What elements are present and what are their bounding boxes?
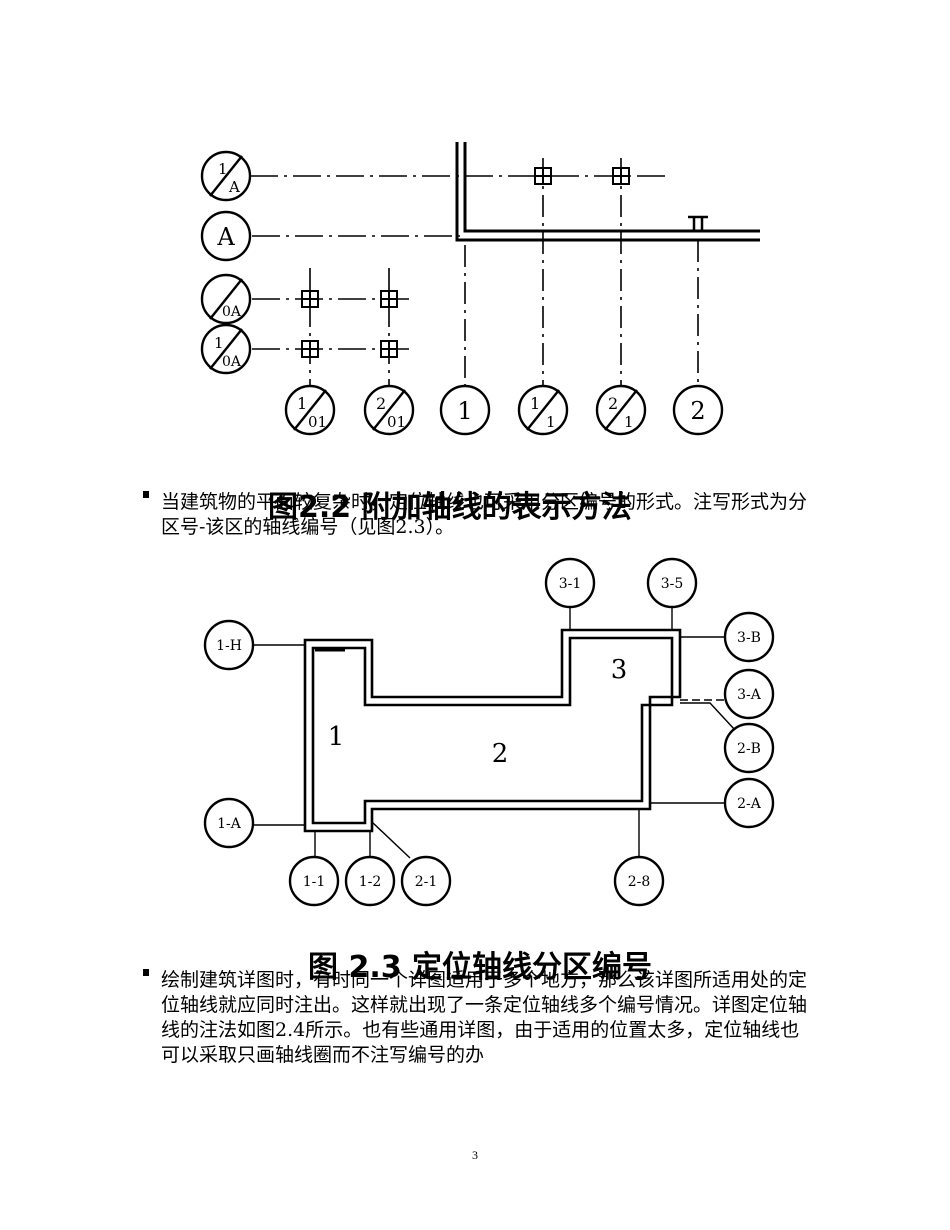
figure-2-2-drawing: 1 A A 0A 1 0A 1 01 2 01 1 1 1 2 1 2 xyxy=(200,142,760,436)
bubble-text: 1-2 xyxy=(359,874,382,890)
bubble-text: A xyxy=(228,178,240,196)
axis-bubble-1-A xyxy=(200,150,252,202)
bubble-text: 3-1 xyxy=(559,576,582,592)
zone-3-label: 3 xyxy=(611,655,628,685)
axis-bubble-2-01 xyxy=(363,384,415,436)
bubble-text: 3-A xyxy=(737,687,762,703)
axis-bubble-2-8 xyxy=(613,855,665,907)
axis-bubble-2-A xyxy=(723,777,775,829)
bubble-text: 2 xyxy=(690,397,705,425)
paragraph-detail-axes: 绘制建筑详图时，有时同一个详图适用于多个地方，那么该详图所适用处的定位轴线就应同… xyxy=(161,969,808,1066)
bullet-marker xyxy=(143,491,149,498)
bubble-text: 2 xyxy=(376,394,386,413)
figure-2-3-drawing: 1 2 3 3-1 3-5 1-H 1-A 3-B 3-A 2-B 2-A 1-… xyxy=(203,557,775,907)
bubble-text: 2-1 xyxy=(415,874,438,890)
axis-bubble-3-A xyxy=(723,668,775,720)
bubble-text: 0A xyxy=(222,304,242,320)
axis-bubble-3-5 xyxy=(646,557,698,609)
axis-bubble-1-H xyxy=(203,619,255,671)
axis-bubble-1-2 xyxy=(344,855,396,907)
axis-bubble-2-1 xyxy=(400,855,452,907)
bubble-text: 1 xyxy=(297,394,307,413)
axis-bubble-1-0A xyxy=(200,323,252,375)
bullet-marker xyxy=(143,969,149,976)
axis-bubble-1-01 xyxy=(284,384,336,436)
bubble-text: 3-5 xyxy=(661,576,684,592)
bubble-text: 1 xyxy=(546,413,556,431)
axis-bubble-3-B xyxy=(723,611,775,663)
bubble-text: 2-A xyxy=(737,796,762,812)
bubble-text: 1 xyxy=(214,334,224,352)
bubble-text: A xyxy=(216,223,235,251)
bubble-text: 3-B xyxy=(737,630,761,646)
axis-bubble-1-A xyxy=(203,797,255,849)
bubble-text: 1-1 xyxy=(303,874,326,890)
axis-bubble-0A xyxy=(200,273,252,325)
bubble-text: 01 xyxy=(387,413,406,431)
bubble-text: 01 xyxy=(308,413,327,431)
bubble-text: 2 xyxy=(608,394,618,413)
figure-2-2-caption: 图2.2 附加轴线的表示方法 xyxy=(268,490,632,525)
paragraph-zoned-numbering: 当建筑物的平面较复杂时，定位轴线也可采用分区编号的形式。注写形式为分区号-该区的… xyxy=(161,491,808,538)
bubble-text: 1 xyxy=(457,397,472,425)
axis-bubble-A xyxy=(200,210,252,262)
axis-bubble-1-1 xyxy=(288,855,340,907)
axis-bubble-2 xyxy=(672,384,724,436)
bubble-text: 0A xyxy=(222,354,242,370)
bubble-text: 1-A xyxy=(217,816,242,832)
bubble-text: 1-H xyxy=(216,638,242,654)
axis-bubble-3-1 xyxy=(544,557,596,609)
bubble-text: 2-8 xyxy=(628,874,651,890)
page-number: 3 xyxy=(472,1148,478,1162)
bubble-text: 1 xyxy=(218,160,228,178)
bubble-text: 1 xyxy=(530,394,540,413)
axis-bubble-1 xyxy=(439,384,491,436)
figure-2-3-caption: 图 2.3 定位轴线分区编号 xyxy=(308,950,653,985)
bubble-text: 2-B xyxy=(737,741,761,757)
axis-bubble-2-B xyxy=(723,722,775,774)
axis-bubble-1-1 xyxy=(517,384,569,436)
bubble-text: 1 xyxy=(624,413,634,431)
zone-2-label: 2 xyxy=(492,739,509,769)
axis-bubble-2-1 xyxy=(595,384,647,436)
zone-1-label: 1 xyxy=(328,722,345,752)
